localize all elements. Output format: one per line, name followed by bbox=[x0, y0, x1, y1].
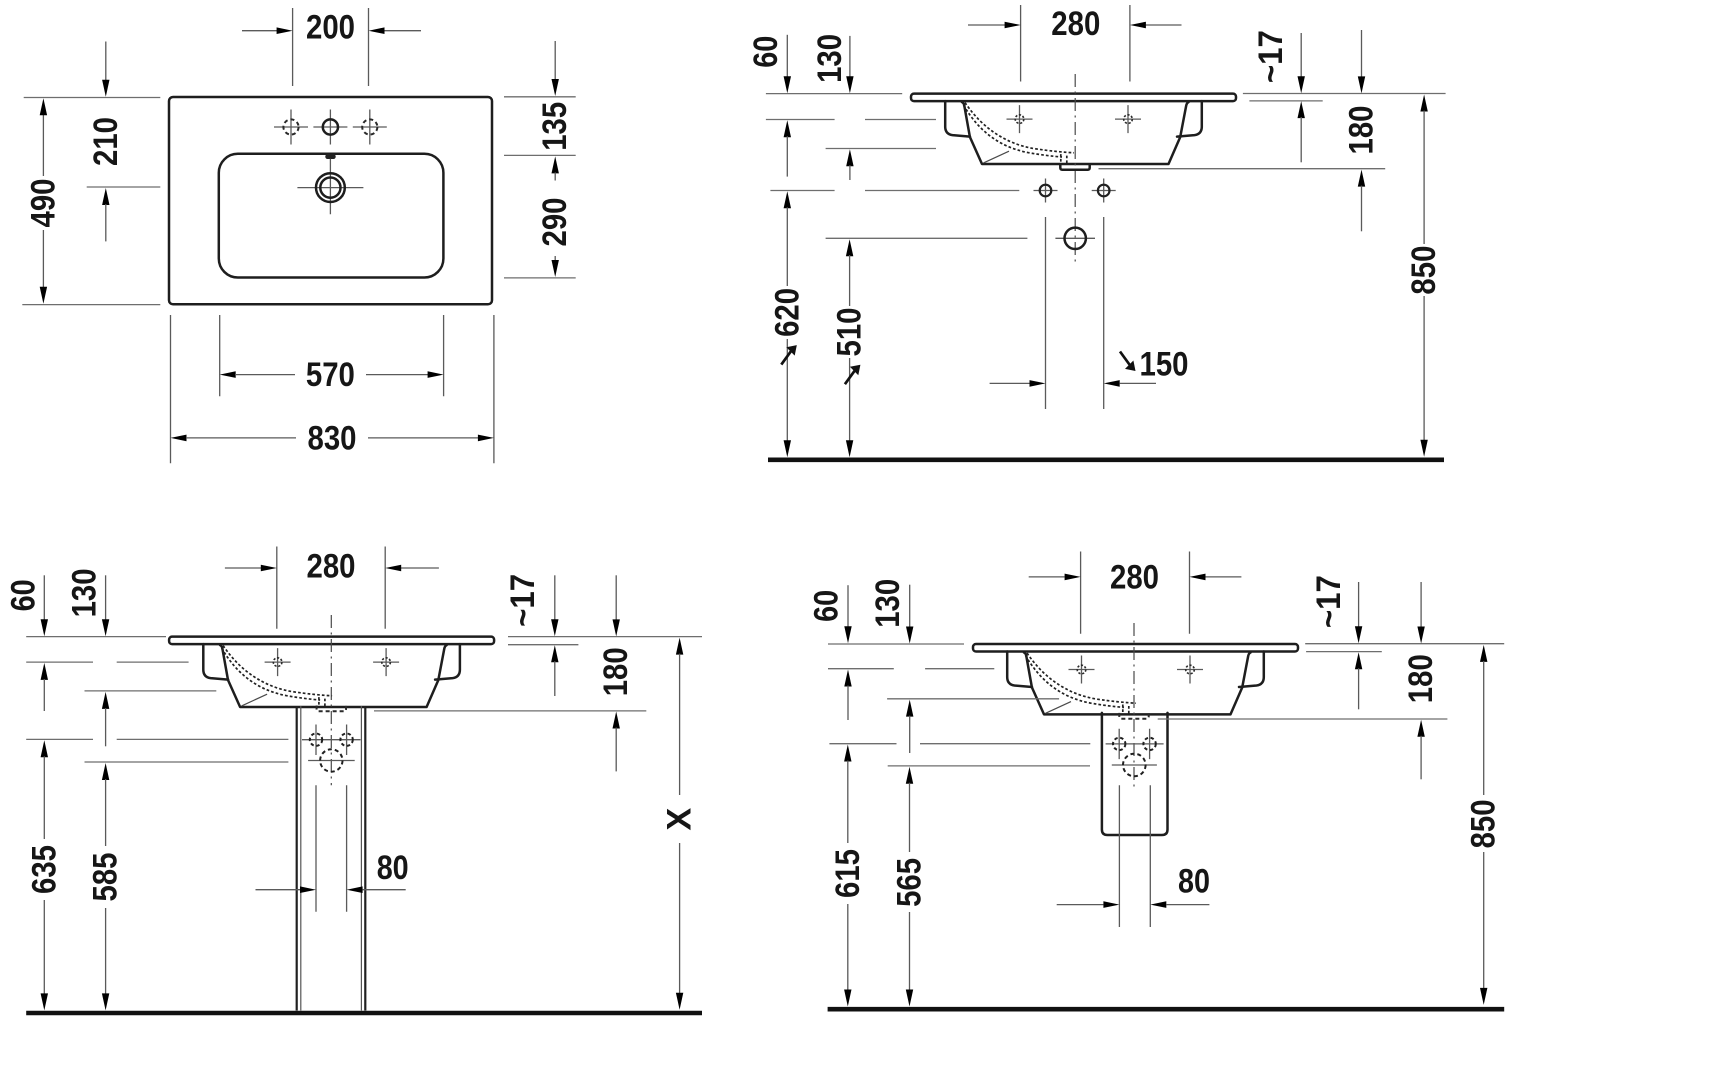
svg-text:565: 565 bbox=[891, 858, 929, 907]
svg-text:~17: ~17 bbox=[504, 574, 542, 627]
svg-text:~17: ~17 bbox=[1310, 575, 1348, 628]
svg-text:180: 180 bbox=[1402, 654, 1440, 703]
svg-text:135: 135 bbox=[536, 102, 574, 151]
svg-text:130: 130 bbox=[869, 579, 907, 628]
svg-text:60: 60 bbox=[5, 579, 43, 611]
svg-text:150: 150 bbox=[1140, 346, 1189, 384]
svg-text:80: 80 bbox=[1178, 863, 1210, 901]
svg-text:X: X bbox=[661, 808, 699, 831]
svg-text:635: 635 bbox=[25, 845, 63, 894]
svg-text:490: 490 bbox=[24, 179, 62, 228]
svg-text:~17: ~17 bbox=[1252, 30, 1290, 83]
svg-text:830: 830 bbox=[308, 419, 357, 457]
svg-text:570: 570 bbox=[306, 356, 355, 394]
svg-text:130: 130 bbox=[811, 34, 849, 83]
svg-text:180: 180 bbox=[1343, 106, 1381, 155]
svg-text:210: 210 bbox=[87, 117, 125, 166]
svg-text:60: 60 bbox=[807, 590, 845, 622]
svg-text:290: 290 bbox=[536, 198, 574, 247]
svg-text:280: 280 bbox=[1051, 5, 1100, 43]
svg-text:280: 280 bbox=[307, 548, 356, 586]
svg-text:615: 615 bbox=[829, 849, 867, 898]
svg-text:60: 60 bbox=[747, 36, 785, 68]
svg-text:200: 200 bbox=[306, 9, 355, 47]
svg-text:80: 80 bbox=[377, 849, 409, 887]
svg-text:510: 510 bbox=[831, 308, 869, 357]
svg-text:180: 180 bbox=[597, 647, 635, 696]
svg-text:850: 850 bbox=[1465, 799, 1503, 848]
svg-text:280: 280 bbox=[1110, 558, 1159, 596]
svg-text:620: 620 bbox=[768, 288, 806, 337]
svg-text:130: 130 bbox=[66, 568, 104, 617]
svg-text:850: 850 bbox=[1405, 246, 1443, 295]
svg-text:585: 585 bbox=[87, 853, 125, 902]
